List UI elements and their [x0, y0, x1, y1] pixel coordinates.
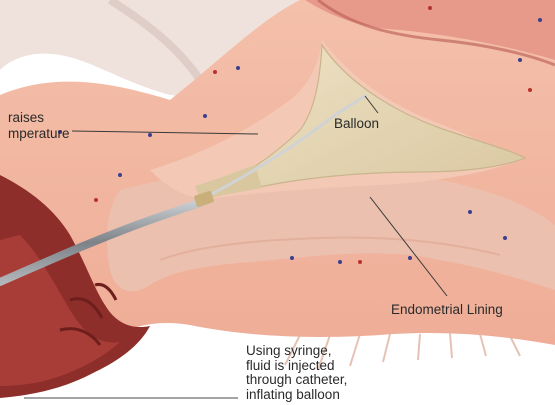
syringe-note-line: Using syringe, — [246, 344, 347, 359]
heat-label-line1: raises — [8, 110, 44, 126]
balloon-label: Balloon — [334, 116, 379, 132]
syringe-note-line: fluid is injected — [246, 359, 347, 374]
syringe-note-line: inflating balloon — [246, 388, 347, 403]
syringe-note-line: through catheter, — [246, 373, 347, 388]
syringe-note: Using syringe, fluid is injected through… — [246, 344, 347, 402]
endometrial-lining-label: Endometrial Lining — [391, 302, 503, 318]
heat-label-line2: mperature — [8, 126, 70, 142]
